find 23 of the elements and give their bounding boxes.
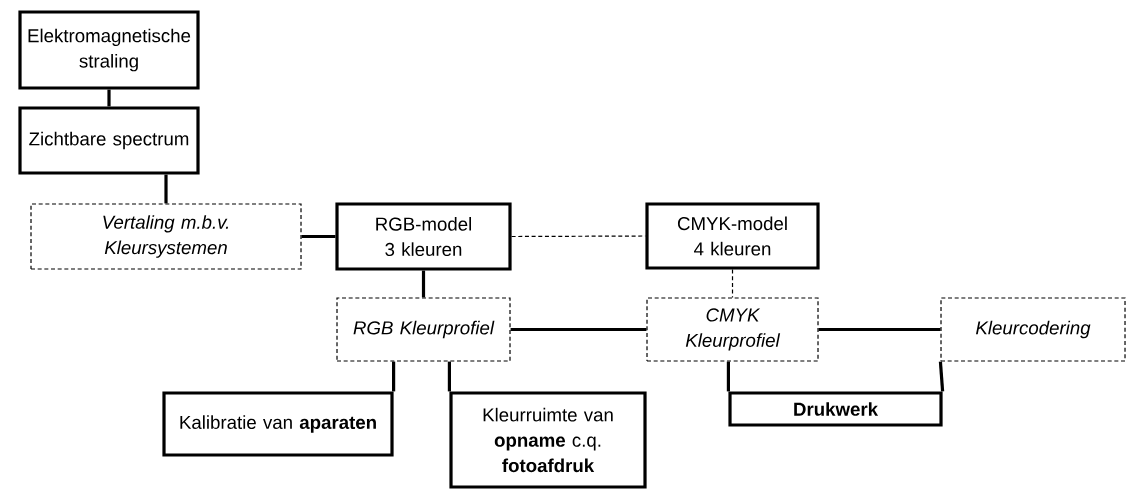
connector-line bbox=[392, 361, 396, 392]
process-box: RGB-model 3 kleuren bbox=[335, 202, 512, 271]
connector-line bbox=[511, 235, 646, 238]
process-box: Kleurruimte van opname c.q. fotoafdruk bbox=[449, 391, 647, 489]
process-box: Kleurcodering bbox=[940, 297, 1126, 362]
connector-line bbox=[938, 361, 945, 392]
connector-line bbox=[107, 89, 111, 107]
process-box: Zichtbare spectrum bbox=[18, 106, 200, 175]
connector-line bbox=[510, 327, 647, 332]
process-box: CMYK Kleurprofiel bbox=[646, 297, 819, 362]
connector-line bbox=[447, 361, 451, 392]
process-box: CMYK-model 4 kleuren bbox=[645, 202, 820, 270]
process-box: Vertaling m.b.v. Kleursystemen bbox=[30, 203, 302, 270]
connector-line bbox=[731, 269, 734, 298]
process-box: Kalibratie van aparaten bbox=[162, 391, 394, 457]
process-box: Elektromagnetische straling bbox=[18, 10, 200, 90]
connector-line bbox=[164, 174, 168, 204]
connector-line bbox=[421, 270, 426, 298]
process-box: RGB Kleurprofiel bbox=[336, 297, 511, 362]
process-box: Drukwerk bbox=[728, 391, 943, 427]
connector-line bbox=[726, 361, 730, 392]
connector-line bbox=[818, 327, 941, 332]
connector-line bbox=[301, 234, 336, 239]
